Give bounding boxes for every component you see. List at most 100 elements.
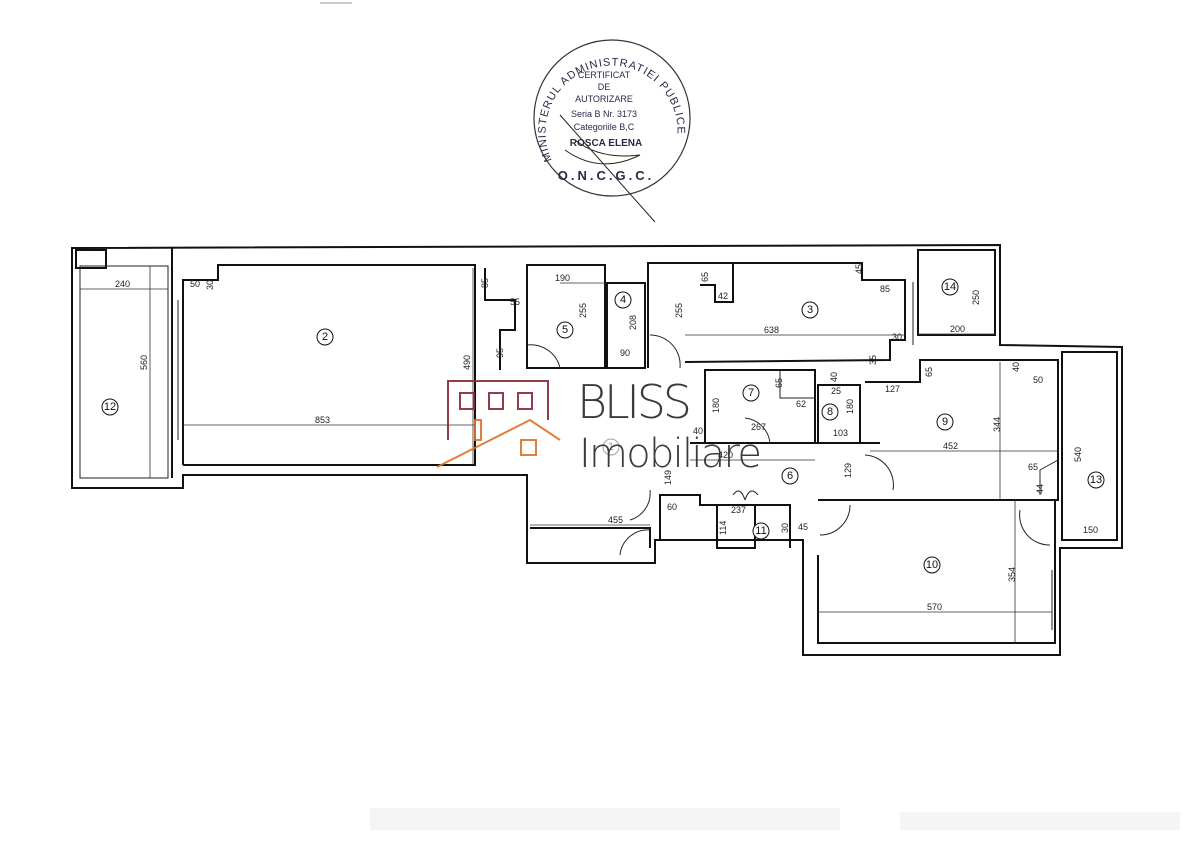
door-arc [864, 454, 894, 491]
dimension-label: 354 [1007, 567, 1017, 582]
room-number-circle [556, 321, 574, 339]
dimension-label: 85 [480, 278, 490, 288]
dimension-label: 60 [667, 502, 677, 512]
dimension-label: 40 [829, 372, 839, 382]
signature [559, 114, 656, 223]
stamp-line: AUTORIZARE [575, 94, 633, 104]
room-label: 3 [801, 301, 819, 319]
dimension-label: 30 [205, 280, 215, 290]
room-number: 4 [620, 294, 626, 306]
door-arc [819, 504, 851, 536]
room-number-circle [936, 413, 954, 431]
dimension-label: 114 [718, 521, 728, 535]
dimension-label: 95 [495, 348, 505, 358]
room-number-circle [316, 328, 334, 346]
dimension-label: 237 [731, 505, 746, 515]
dimension-label: 85 [880, 284, 890, 294]
room-label: 4 [614, 291, 632, 309]
room-number: 8 [827, 406, 833, 418]
dimension-label: 180 [711, 398, 721, 413]
room-label: 13 [1087, 471, 1105, 489]
door-arc [1019, 509, 1051, 546]
room-number: 11 [755, 525, 766, 537]
room-number-circle [781, 467, 799, 485]
dimension-label: 267 [751, 422, 766, 432]
dimension-label: 44 [1035, 484, 1045, 494]
room-label: 7 [742, 384, 760, 402]
dimension-label: 208 [628, 315, 638, 330]
dimension-label: 62 [796, 399, 806, 409]
dimension-label: 190 [555, 273, 570, 283]
walls [71, 243, 1123, 656]
room-number: 3 [807, 304, 813, 316]
room-number-circle [752, 522, 770, 540]
room-number-circle [1087, 471, 1105, 489]
dimension-label: 42 [718, 291, 728, 301]
room-number: 5 [562, 324, 568, 336]
dimension-label: 638 [764, 325, 779, 335]
logo-window-icon [517, 392, 533, 410]
room-number: 9 [942, 416, 948, 428]
dimension-label: 50 [190, 279, 200, 289]
logo-roof-icon [436, 418, 561, 468]
stamp-line: CERTIFICAT [578, 70, 631, 80]
logo-window-icon [459, 392, 475, 410]
room-number: 14 [944, 281, 956, 293]
logo-window-icon [488, 392, 504, 410]
dimension-label: 30 [892, 332, 902, 342]
door-arc [619, 529, 651, 556]
dimension-label: 570 [927, 602, 942, 612]
logo-subtitle: Imobiliare [579, 431, 762, 477]
room-number: 13 [1090, 474, 1102, 486]
dimension-label: 103 [833, 428, 848, 438]
room-label: 12 [101, 398, 119, 416]
room-number: 12 [104, 401, 116, 413]
logo-frame [447, 380, 549, 440]
dimension-label: 255 [578, 303, 588, 318]
dimension-label: 344 [992, 417, 1002, 432]
room-number: 1 [608, 441, 614, 453]
logo-brand: BLISS [577, 375, 692, 429]
stamp-bottom: O.N.C.G.C. [558, 168, 654, 183]
room-label: 14 [941, 278, 959, 296]
logo-chimney-icon [474, 419, 482, 441]
dimension-label: 40 [1011, 362, 1021, 372]
room-label: 2 [316, 328, 334, 346]
room-number: 7 [748, 387, 754, 399]
dimension-label: 50 [1033, 375, 1043, 385]
dimension-label: 560 [139, 355, 149, 370]
dimension-label: 149 [663, 470, 673, 485]
dimension-label: 540 [1073, 447, 1083, 462]
dimension-label: 55 [510, 297, 520, 307]
room-label: 9 [936, 413, 954, 431]
dimension-label: 65 [700, 272, 710, 282]
stamp-ring [533, 39, 691, 197]
room-number-circle [614, 291, 632, 309]
stamp-line: Categoriile B,C [574, 122, 635, 132]
dimension-label: 65 [1028, 462, 1038, 472]
dimension-label: 180 [845, 399, 855, 414]
dimension-label: 35 [868, 355, 878, 365]
dimension-label: 490 [462, 355, 472, 370]
scan-smudge [370, 808, 840, 830]
dimension-label: 90 [620, 348, 630, 358]
authorization-stamp: MINISTERUL ADMINISTRATIEI PUBLICE CERTIF… [533, 39, 691, 223]
room-label: 5 [556, 321, 574, 339]
room-number-circle [602, 438, 620, 456]
dimension-label: 150 [1083, 525, 1098, 535]
room-label: 8 [821, 403, 839, 421]
door-arc [649, 334, 681, 369]
dimension-label: 250 [971, 290, 981, 305]
logo-door-icon [520, 439, 537, 456]
dimension-label: 45 [854, 264, 864, 274]
dimension-label: 129 [843, 463, 853, 478]
dimension-label: 420 [718, 450, 733, 460]
dimension-label: 255 [674, 303, 684, 318]
door-arc [629, 489, 651, 521]
room-number: 2 [322, 331, 328, 343]
dimension-label: 45 [798, 522, 808, 532]
dimension-label: 40 [693, 426, 703, 436]
room-label: 11 [752, 522, 770, 540]
dimension-label: 853 [315, 415, 330, 425]
